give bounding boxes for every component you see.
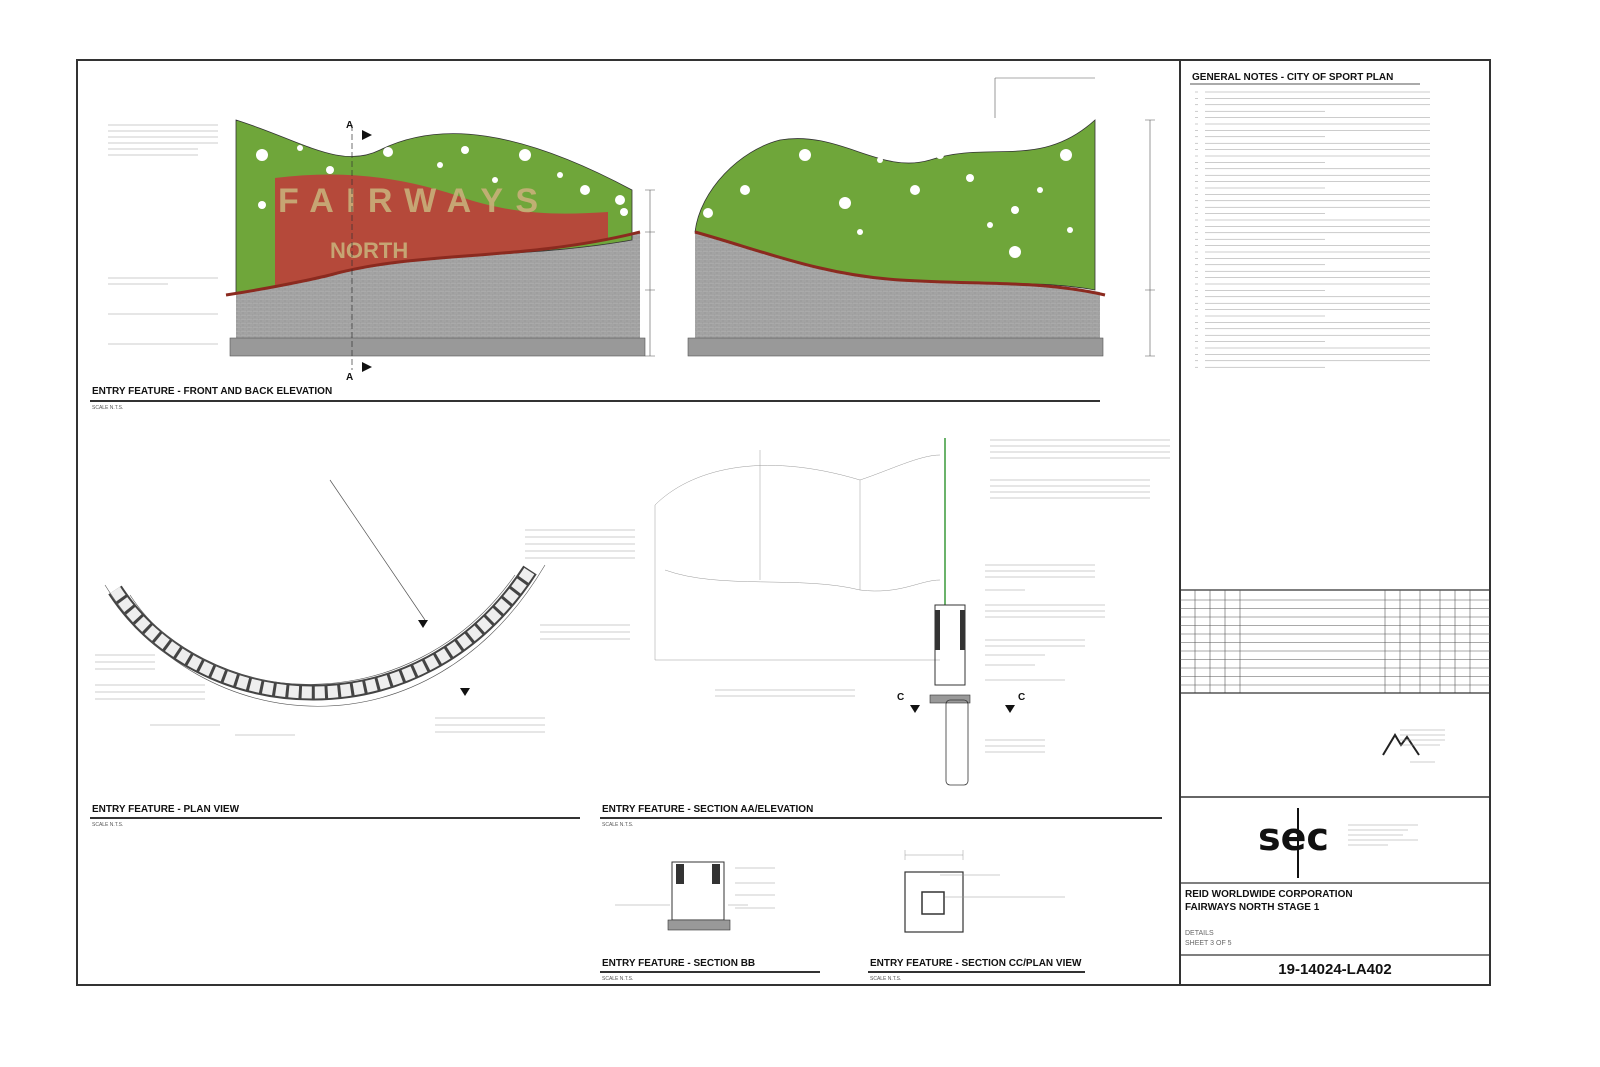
elevation-scale: SCALE N.T.S.	[92, 405, 123, 411]
sign-text-fairways: FAIRWAYS	[278, 182, 538, 220]
general-notes-title: GENERAL NOTES - CITY OF SPORT PLAN	[1192, 72, 1393, 83]
sheet-name: DETAILS	[1185, 930, 1214, 937]
elevation-title: ENTRY FEATURE - FRONT AND BACK ELEVATION	[92, 386, 332, 397]
elevation-leader-notes	[108, 124, 218, 345]
consultant-logo	[1382, 729, 1445, 763]
section-marker-c-right: C	[1018, 692, 1025, 703]
sec-logo: sec	[1258, 808, 1418, 878]
section-cc-scale: SCALE N.T.S.	[870, 976, 901, 982]
sheet-border	[76, 59, 1491, 986]
section-aa-title: ENTRY FEATURE - SECTION AA/ELEVATION	[602, 804, 813, 815]
section-bb-title: ENTRY FEATURE - SECTION BB	[602, 958, 755, 969]
sec-logo-text: sec	[1258, 815, 1329, 859]
section-marker-c-left: C	[897, 692, 904, 703]
section-cc-title: ENTRY FEATURE - SECTION CC/PLAN VIEW	[870, 958, 1082, 969]
client-name: REID WORLDWIDE CORPORATION	[1185, 889, 1353, 900]
section-bb-scale: SCALE N.T.S.	[602, 976, 633, 982]
front-elevation: FAIRWAYS NORTH A A	[225, 119, 655, 383]
section-marker-a-bottom: A	[346, 372, 353, 383]
section-cc	[904, 850, 1065, 933]
section-aa-scale: SCALE N.T.S.	[602, 822, 633, 828]
section-bb	[615, 861, 775, 931]
section-aa: C C	[654, 438, 1170, 786]
plan-view-title: ENTRY FEATURE - PLAN VIEW	[92, 804, 240, 815]
sign-text-north: NORTH	[330, 238, 408, 263]
plan-view	[95, 479, 635, 736]
project-name: FAIRWAYS NORTH STAGE 1	[1185, 902, 1320, 913]
sheet-count: SHEET 3 OF 5	[1185, 940, 1232, 947]
revision-grid	[1180, 590, 1490, 693]
section-marker-a-top: A	[346, 120, 353, 131]
revision-table	[1180, 589, 1490, 694]
plan-view-scale: SCALE N.T.S.	[92, 822, 123, 828]
notes-fine-print	[1195, 91, 1430, 368]
drawing-number: 19-14024-LA402	[1278, 961, 1391, 978]
general-notes-body	[1195, 91, 1430, 368]
back-elevation	[687, 77, 1155, 357]
